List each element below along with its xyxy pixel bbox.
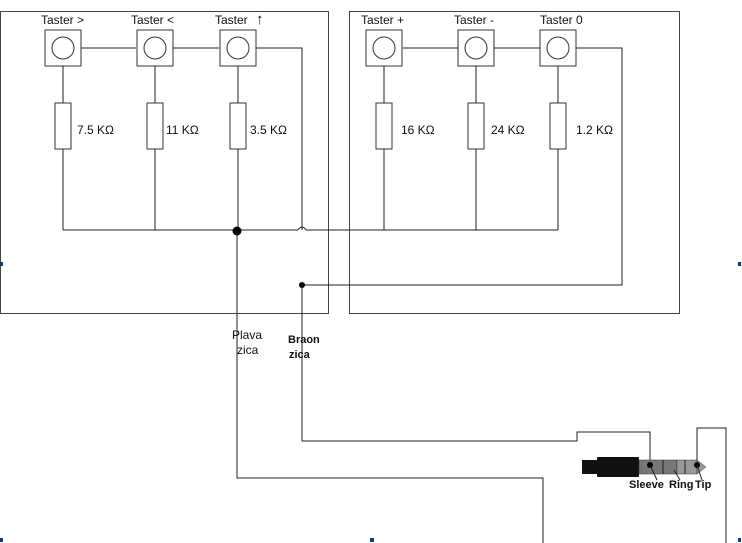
blue-wire: [236, 231, 544, 543]
right-button-label-1: Taster +: [361, 13, 404, 27]
jack-label-ring: Ring: [669, 479, 693, 491]
resistor-right-3: [549, 102, 567, 150]
up-arrow-icon: ↑: [256, 11, 264, 28]
edge-marker-bottom-mid: [370, 538, 374, 542]
right-button-label-2: Taster -: [454, 13, 494, 27]
left-button-label-1: Taster >: [41, 13, 84, 27]
tip-pointer: [696, 464, 703, 481]
right-button-label-3: Taster 0: [540, 13, 583, 27]
tip-wire: [696, 427, 727, 543]
resistor-left-2: [146, 102, 164, 150]
edge-marker-right: [738, 262, 741, 266]
resistor-right-1: [375, 102, 393, 150]
resistor-value-right-2: 24 KΩ: [491, 123, 525, 137]
left-button-label-2: Taster <: [131, 13, 174, 27]
sleeve-pointer: [649, 464, 658, 481]
push-button-right-1: [365, 29, 403, 67]
push-button-left-3: [219, 29, 257, 67]
push-button-right-3: [539, 29, 577, 67]
resistor-value-right-1: 16 KΩ: [401, 123, 435, 137]
edge-marker-bottom-left: [0, 538, 3, 542]
edge-marker-bottom-right: [738, 538, 741, 542]
ring-pointer: [673, 469, 681, 481]
jack-label-sleeve: Sleeve: [629, 479, 664, 491]
resistor-value-right-3: 1.2 KΩ: [576, 123, 613, 137]
resistor-value-left-3: 3.5 KΩ: [250, 123, 287, 137]
push-button-left-2: [136, 29, 174, 67]
brown-wire-label-2: zica: [289, 349, 311, 361]
resistor-value-left-1: 7.5 KΩ: [77, 123, 114, 137]
resistor-left-1: [54, 102, 72, 150]
resistor-value-left-2: 11 KΩ: [166, 123, 199, 137]
left-panel-frame: [0, 11, 329, 314]
bus-crossover: [297, 226, 307, 231]
right-panel-frame: [349, 11, 680, 314]
brown-wire-label-1: Braon: [288, 334, 320, 346]
resistor-left-3: [229, 102, 247, 150]
blue-wire-label-1: Plava: [232, 328, 262, 342]
left-resistor-legs: [62, 66, 239, 230]
brown-wire: [301, 285, 651, 462]
left-button-bus: [81, 47, 303, 230]
jack-label-tip: Tip: [695, 479, 712, 491]
push-button-right-2: [457, 29, 495, 67]
left-button-label-3: Taster: [215, 13, 248, 27]
audio-jack-plug: [582, 457, 707, 477]
right-resistor-legs: [383, 66, 559, 230]
edge-marker-left: [0, 262, 3, 266]
right-button-bus: [302, 47, 623, 286]
push-button-left-1: [44, 29, 82, 67]
blue-wire-label-2: zica: [237, 343, 259, 357]
resistor-right-2: [467, 102, 485, 150]
